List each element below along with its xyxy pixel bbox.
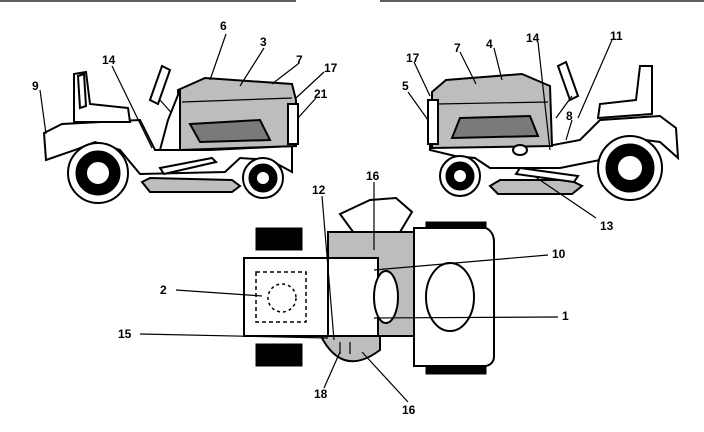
callout-11: 11 [610,29,623,43]
dash-oval-top [373,270,399,324]
callout-7-right: 7 [454,41,461,55]
front-hub [255,170,271,186]
callout-12: 12 [312,183,326,197]
foot-pedal-right [514,166,580,184]
callout-14-right: 14 [526,31,540,45]
left-view-leaders [39,33,325,149]
callout-8: 8 [566,109,573,123]
lift-lever-knob [512,144,528,156]
callout-3: 3 [260,35,267,49]
hood-side-panel [188,118,272,144]
rear-tire-top-left [255,227,303,251]
dash-panel [158,89,181,151]
callout-2: 2 [160,283,167,297]
callout-5: 5 [402,79,409,93]
callout-6: 6 [220,19,227,33]
steering-column-right [555,95,573,119]
rear-hub [85,160,111,186]
callout-16-top: 16 [366,169,380,183]
callout-10: 10 [552,247,566,261]
callout-13: 13 [600,219,614,233]
callout-18: 18 [314,387,328,401]
callout-15: 15 [118,327,132,341]
callout-1: 1 [562,309,569,323]
tractor-left-side-view [42,64,299,204]
rear-tire-top-right [255,343,303,367]
seat-area-top [327,257,379,337]
callout-14-left: 14 [102,53,116,67]
steering-wheel [148,64,172,106]
rear-hub-right [616,154,644,182]
fuel-cap-outline [267,283,297,313]
foot-pedal [158,156,218,176]
callout-7-left: 7 [296,53,303,67]
callout-16-bottom: 16 [402,403,416,417]
left-view-callouts: 9 14 6 3 7 17 21 [32,19,338,101]
top-view-callouts: 16 12 10 2 1 15 18 16 [118,169,569,417]
top-steering-wheel [338,196,414,238]
hood-seam-right [435,101,549,105]
tractor-right-side-view [427,60,680,201]
hood-side-panel-right [450,114,540,140]
top-view-leaders [139,182,559,403]
front-grille [287,103,299,145]
steering-wheel-right [556,60,580,102]
callout-21: 21 [314,87,328,101]
callout-9-left: 9 [32,79,39,93]
right-view-callouts: 17 5 7 4 14 11 8 13 [402,29,623,233]
callout-17-left: 17 [324,61,338,75]
mower-deck [140,176,242,193]
seat-back [76,72,88,110]
hood-seam [181,97,293,103]
callout-4: 4 [486,37,493,51]
seat-right [596,65,653,120]
front-grille-right [427,99,439,145]
hood-vent-top [425,262,475,332]
fuel-tank-outline [255,271,307,323]
mower-deck-right [488,179,584,195]
tractor-top-view [243,196,495,375]
front-hub-right [452,168,468,184]
right-view-leaders [407,39,613,219]
seat [73,70,132,123]
callout-17-right: 17 [406,51,420,65]
